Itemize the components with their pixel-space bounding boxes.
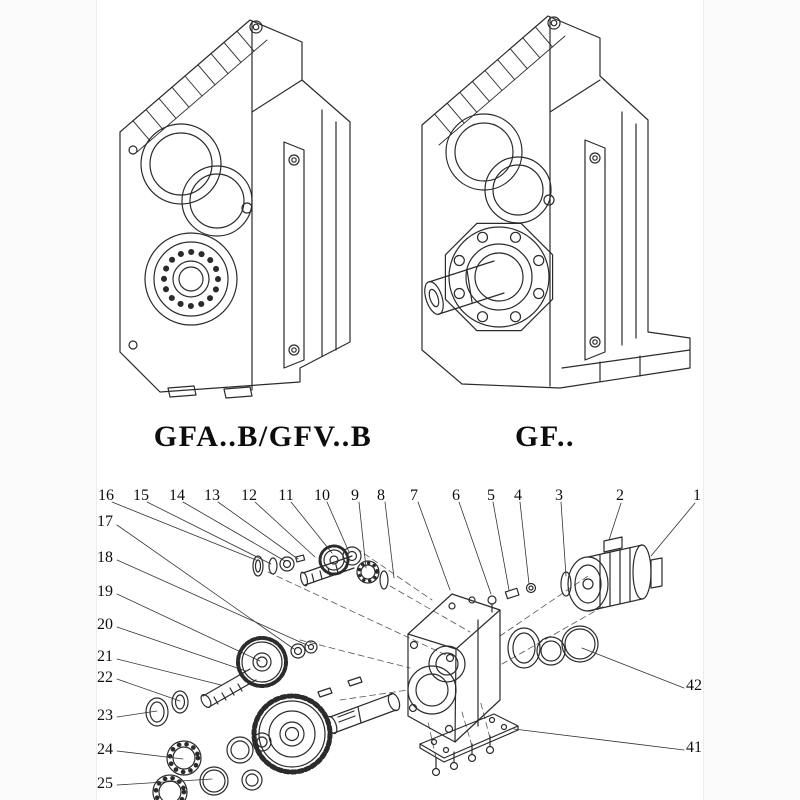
output-bearings-and-rings <box>152 732 272 800</box>
part-number-3: 3 <box>555 487 563 504</box>
lifting-eye-hole-right <box>547 16 561 30</box>
part-number-7: 7 <box>410 487 418 504</box>
part-number-14: 14 <box>169 487 185 504</box>
gearbox-figure-right <box>421 15 691 389</box>
output-bearing-boss <box>144 232 238 326</box>
part-number-11: 11 <box>278 487 294 504</box>
housing-bolts <box>431 735 495 777</box>
part-number-23: 23 <box>97 707 113 724</box>
part-number-9: 9 <box>351 487 359 504</box>
construction-lines <box>267 547 605 759</box>
base-feet-right <box>561 349 691 382</box>
part-number-18: 18 <box>97 549 113 566</box>
part-number-1: 1 <box>693 487 701 504</box>
part-number-16: 16 <box>98 487 114 504</box>
part-number-10: 10 <box>314 487 330 504</box>
output-flange <box>444 222 554 332</box>
page-left-margin <box>0 0 97 800</box>
part-number-20: 20 <box>97 616 113 633</box>
intermediate-gear-set <box>145 636 318 727</box>
part-number-4: 4 <box>514 487 522 504</box>
motor-unit <box>567 536 663 612</box>
gasket-plate <box>419 713 519 763</box>
cooling-fins-left <box>132 30 268 153</box>
output-shaft-stub <box>424 260 505 315</box>
cooling-fins-right <box>434 26 566 146</box>
gear-housing <box>407 593 501 743</box>
seal-rings <box>507 625 599 669</box>
small-fasteners <box>487 571 572 613</box>
feet-left <box>128 145 253 399</box>
part-number-15: 15 <box>133 487 149 504</box>
model-label-gf: GF.. <box>515 420 575 453</box>
input-bores-left <box>140 123 253 237</box>
part-number-25: 25 <box>97 775 113 792</box>
part-number-6: 6 <box>452 487 460 504</box>
part-number-17: 17 <box>97 513 113 530</box>
part-number-22: 22 <box>97 669 113 686</box>
input-bores-right <box>445 113 555 224</box>
part-number-13: 13 <box>204 487 220 504</box>
part-number-21: 21 <box>97 648 113 665</box>
part-number-42: 42 <box>686 677 702 694</box>
part-number-12: 12 <box>241 487 257 504</box>
model-label-gfab-gfvb: GFA..B/GFV..B <box>153 420 373 453</box>
page-right-margin <box>703 0 800 800</box>
side-rail-left <box>283 109 337 369</box>
part-number-19: 19 <box>97 583 113 600</box>
part-number-41: 41 <box>686 739 702 756</box>
part-number-8: 8 <box>377 487 385 504</box>
lifting-eye-hole <box>249 20 263 34</box>
part-number-2: 2 <box>616 487 624 504</box>
input-shaft-assembly <box>252 544 389 590</box>
part-number-5: 5 <box>487 487 495 504</box>
part-number-24: 24 <box>97 741 113 758</box>
gearbox-figure-left <box>119 19 351 399</box>
leader-lines <box>111 501 696 786</box>
output-gear-and-shaft <box>251 676 401 775</box>
side-rail-right <box>584 111 637 361</box>
